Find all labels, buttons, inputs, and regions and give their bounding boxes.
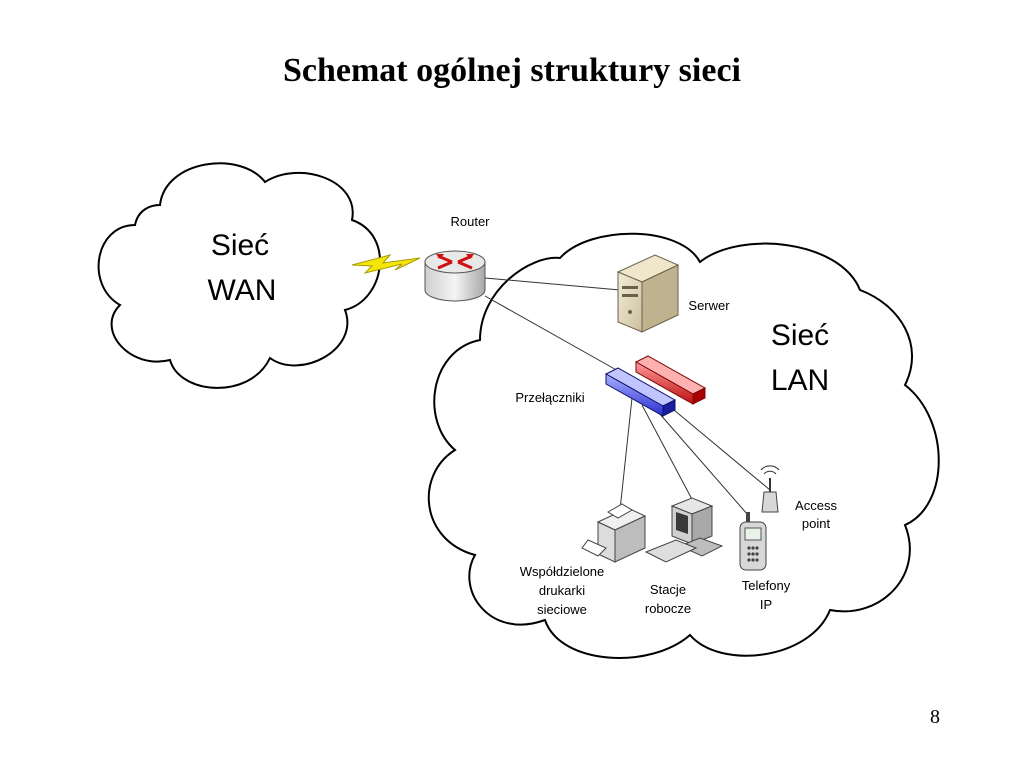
workstations-label-line2: robocze (645, 601, 691, 616)
lan-label-line2: LAN (771, 364, 829, 397)
wan-cloud (97, 162, 381, 389)
link-switch-printer (619, 397, 633, 511)
ip-phones-label-line2: IP (760, 597, 772, 612)
printers-label-line1: Współdzielone (520, 564, 605, 579)
access-point-label-line1: Access (795, 498, 837, 513)
page-number: 8 (930, 706, 940, 728)
workstations-label-line1: Stacje (650, 582, 686, 597)
workstation-icon (644, 497, 724, 563)
link-switch-workstation (641, 404, 696, 506)
access-point-icon (760, 465, 780, 513)
lan-cloud (427, 232, 940, 659)
router-icon (424, 250, 486, 302)
server-icon (616, 254, 680, 333)
switch-blue-icon (604, 367, 677, 417)
lan-label-line1: Sieć (771, 319, 829, 352)
link-switch-phone (651, 404, 749, 516)
link-router-server (484, 277, 621, 291)
switches-label: Przełączniki (515, 390, 584, 405)
printers-label-line2: drukarki (539, 583, 585, 598)
server-label: Serwer (688, 298, 730, 313)
connection-lines (484, 277, 771, 516)
lightning-bolt-icon (351, 254, 421, 274)
switch-red-icon (634, 355, 707, 405)
link-router-switch (484, 295, 621, 373)
wan-label-line2: WAN (208, 274, 277, 307)
wan-label-line1: Sieć (211, 229, 269, 262)
slide-title: Schemat ogólnej struktury sieci (282, 52, 741, 89)
printer-icon (581, 503, 647, 563)
ip-phone-icon (739, 512, 767, 571)
access-point-label-line2: point (802, 516, 831, 531)
link-switch-accesspoint (661, 399, 771, 491)
printers-label-line3: sieciowe (537, 602, 587, 617)
router-label: Router (450, 214, 490, 229)
ip-phones-label-line1: Telefony (742, 578, 791, 593)
